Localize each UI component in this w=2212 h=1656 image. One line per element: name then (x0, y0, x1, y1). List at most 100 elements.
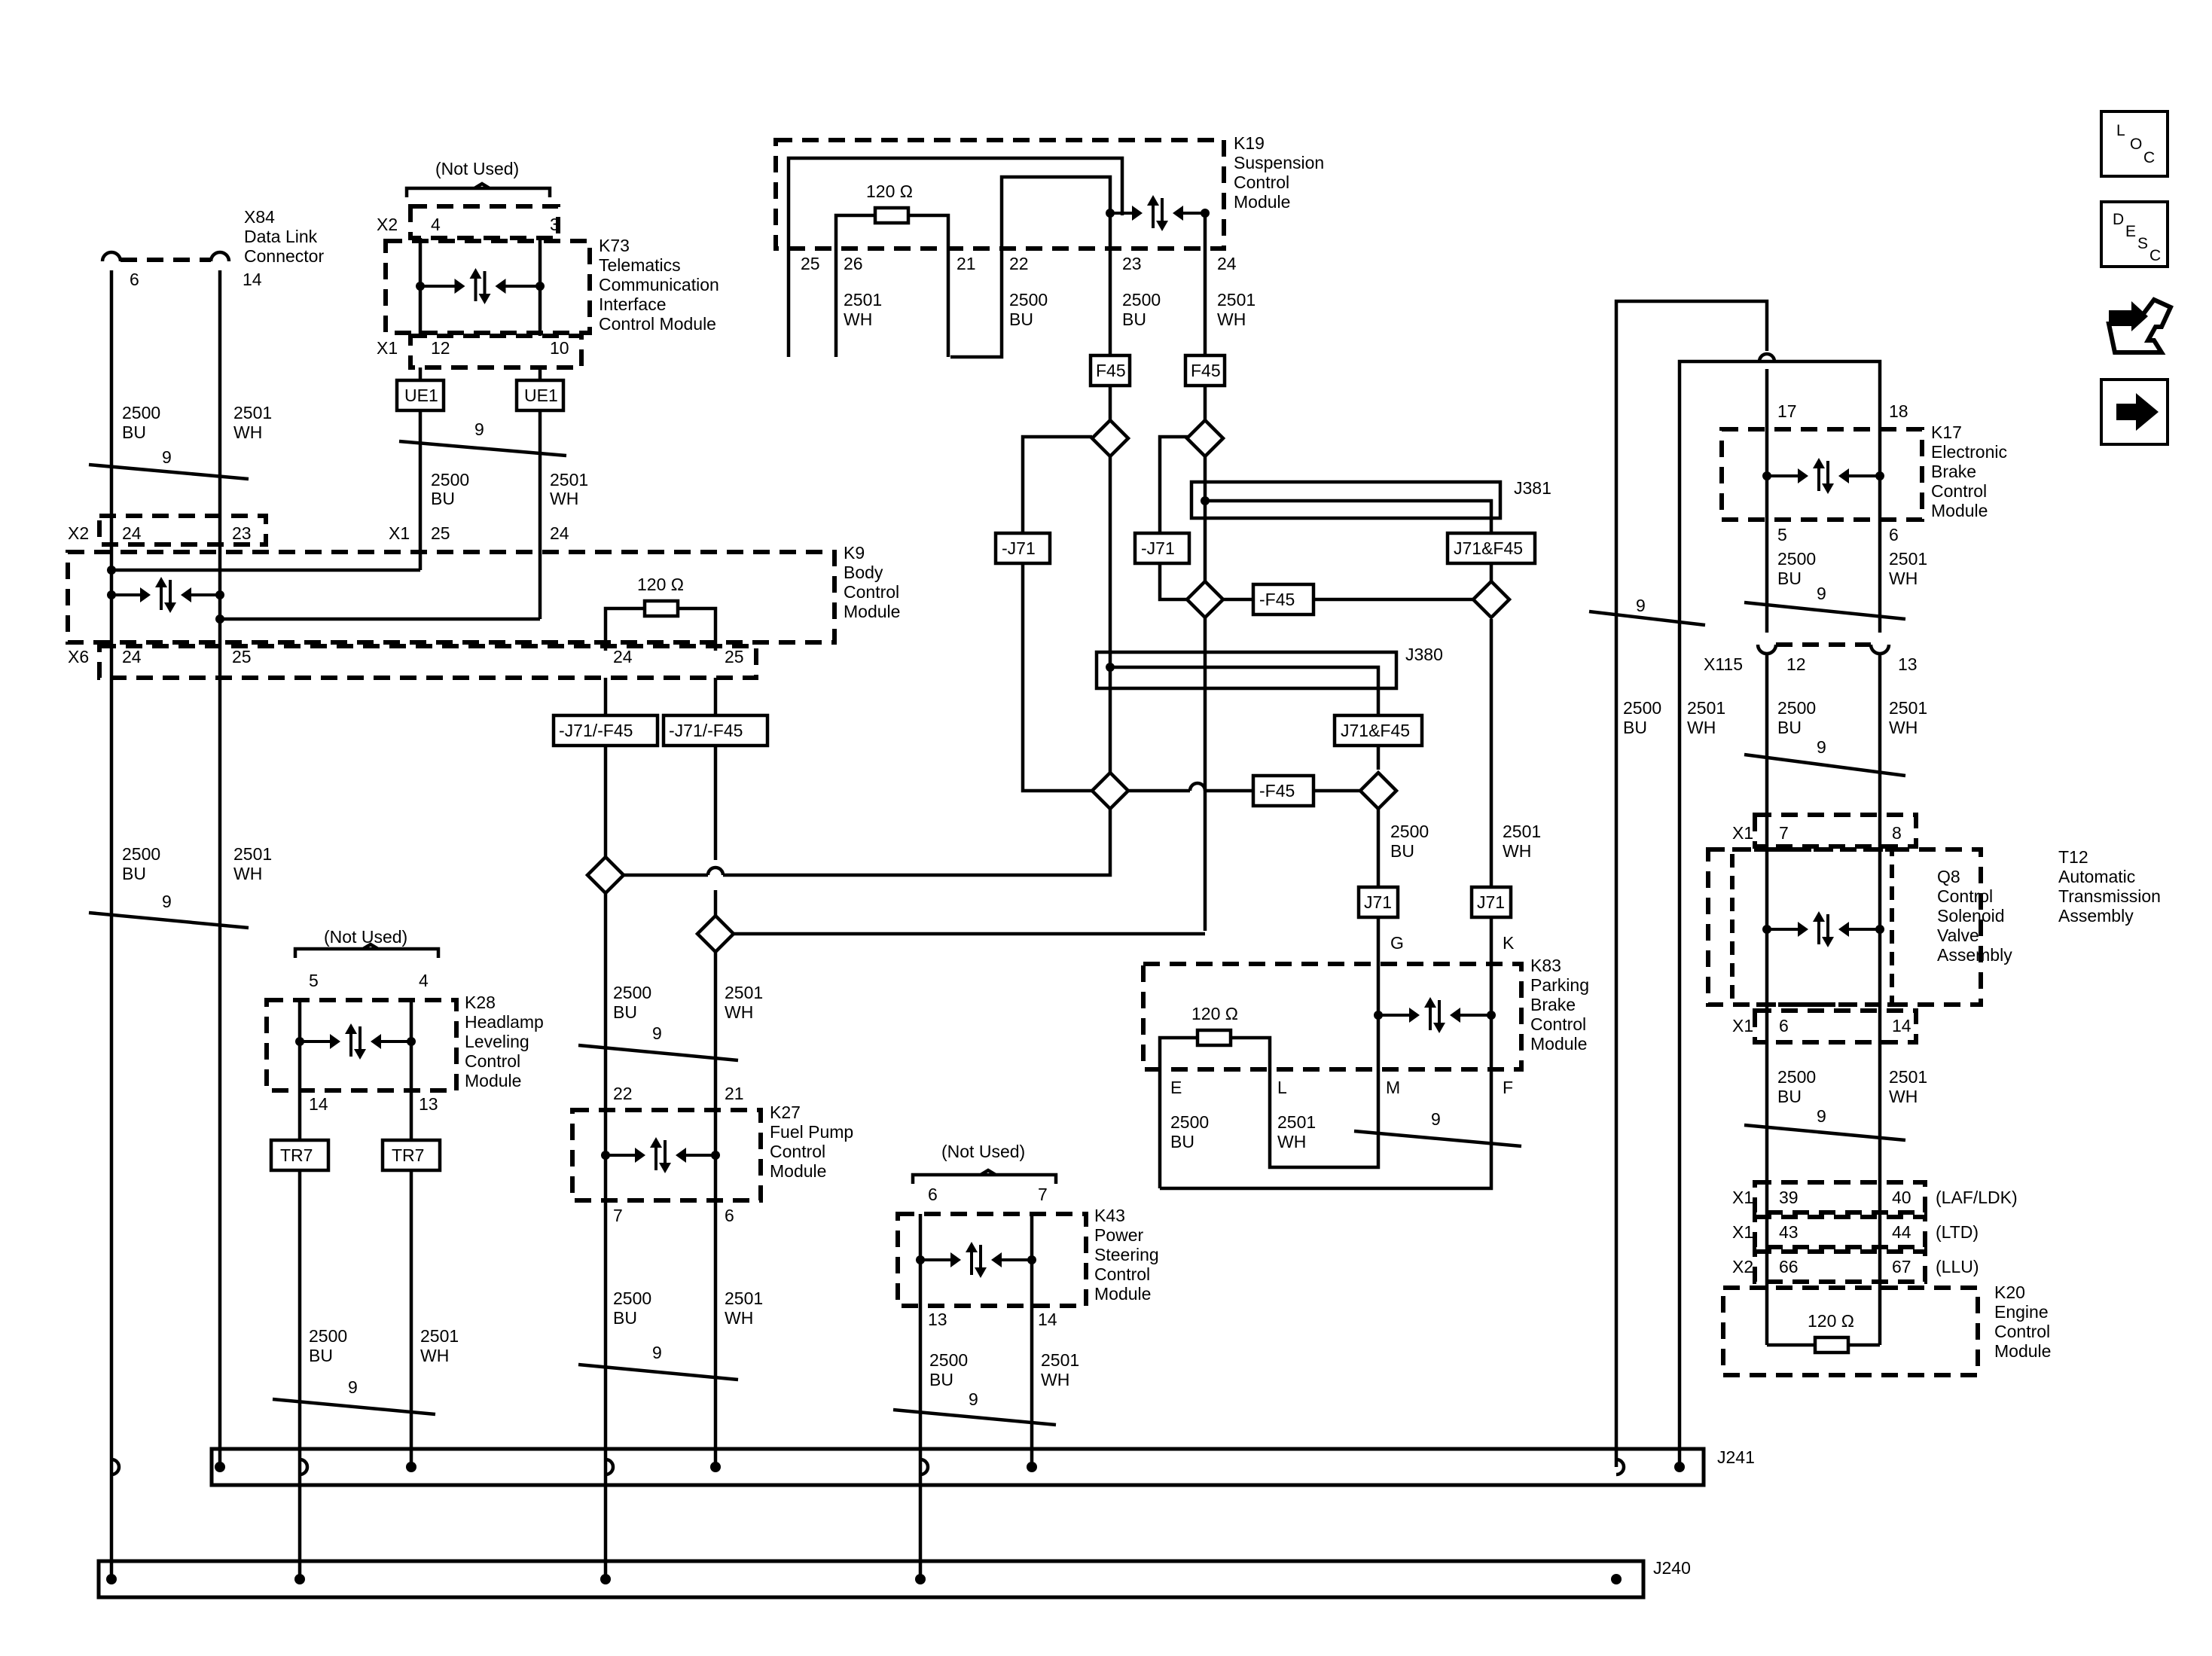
tag-nj71 (1133, 531, 1191, 566)
splice-bar-j240 (96, 1559, 1646, 1600)
svg-text:Engine: Engine (1994, 1302, 2049, 1322)
transceiver-arrow (1433, 1023, 1445, 1033)
transceiver-arrow (635, 1148, 645, 1163)
twisted-pair-mark (398, 439, 567, 458)
svg-text:23: 23 (232, 523, 252, 543)
svg-text:Power: Power (1094, 1225, 1144, 1245)
transceiver-arrow (991, 1252, 1002, 1267)
splice-label-j240: J240 (1653, 1558, 1691, 1578)
svg-text:L: L (2116, 122, 2125, 139)
svg-text:BU: BU (1777, 1087, 1802, 1106)
svg-text:Assembly: Assembly (2058, 906, 2134, 926)
svg-text:14: 14 (1892, 1016, 1911, 1035)
svg-text:Module: Module (465, 1071, 521, 1090)
svg-text:2500: 2500 (929, 1350, 968, 1370)
svg-text:X2: X2 (1732, 1257, 1753, 1276)
svg-text:UE1: UE1 (524, 386, 558, 405)
twisted-pair-mark (88, 462, 249, 481)
svg-text:6: 6 (725, 1206, 734, 1225)
svg-text:E: E (1170, 1078, 1182, 1097)
loc-icon[interactable]: L O C (2100, 110, 2169, 178)
svg-text:X1: X1 (1732, 1222, 1753, 1242)
svg-text:2500: 2500 (122, 844, 160, 864)
svg-text:7: 7 (1779, 823, 1789, 843)
desc-icon[interactable]: D E S C (2100, 200, 2169, 268)
svg-text:WH: WH (1277, 1132, 1306, 1151)
transceiver-arrow (1173, 206, 1183, 221)
svg-text:BU: BU (122, 864, 146, 883)
svg-text:X115: X115 (1704, 654, 1743, 674)
svg-text:9: 9 (1431, 1109, 1441, 1129)
svg-text:M: M (1386, 1078, 1400, 1097)
svg-text:WH: WH (1687, 718, 1716, 737)
transceiver-arrow (966, 1242, 978, 1252)
svg-text:12: 12 (431, 338, 450, 358)
twisted-pair-mark (272, 1397, 436, 1417)
svg-text:12: 12 (1786, 654, 1806, 674)
svg-text:26: 26 (844, 254, 863, 273)
svg-text:Leveling: Leveling (465, 1032, 529, 1051)
svg-text:Control: Control (1937, 886, 1993, 906)
tag-nj71nf45 (551, 713, 660, 748)
svg-text:Interface: Interface (599, 294, 667, 314)
transceiver-arrow (1450, 1008, 1460, 1023)
svg-text:X1: X1 (377, 338, 398, 358)
svg-text:WH: WH (1217, 310, 1246, 329)
svg-text:14: 14 (1038, 1310, 1057, 1329)
resistor-120 (873, 206, 911, 225)
svg-text:K83: K83 (1530, 956, 1561, 975)
svg-text:K27: K27 (770, 1102, 801, 1122)
svg-text:120 Ω: 120 Ω (1191, 1004, 1238, 1023)
svg-text:Module: Module (1931, 501, 1988, 520)
transceiver-arrow (1822, 937, 1834, 947)
connector-icon[interactable] (2106, 297, 2174, 355)
svg-text:2501: 2501 (1217, 290, 1256, 310)
svg-text:T12: T12 (2058, 847, 2088, 867)
transceiver-arrow (1147, 195, 1159, 206)
svg-text:-J71/-F45: -J71/-F45 (559, 721, 633, 740)
svg-text:22: 22 (1009, 254, 1029, 273)
svg-text:2501: 2501 (1687, 698, 1725, 718)
wire-color: WH (233, 422, 262, 442)
transceiver-arrow (495, 279, 506, 294)
svg-text:23: 23 (1122, 254, 1142, 273)
svg-text:9: 9 (652, 1343, 662, 1362)
svg-text:Control: Control (1931, 481, 1987, 501)
svg-text:Steering: Steering (1094, 1245, 1159, 1264)
svg-text:21: 21 (725, 1084, 744, 1103)
svg-text:WH: WH (725, 1002, 753, 1022)
svg-text:9: 9 (1817, 1106, 1826, 1126)
svg-text:2500: 2500 (1009, 290, 1048, 310)
transceiver-arrow (478, 294, 491, 304)
svg-text:G: G (1390, 933, 1404, 953)
svg-text:K: K (1503, 933, 1515, 953)
svg-text:BU: BU (613, 1308, 637, 1328)
twisted-pair-mark (88, 910, 249, 930)
tag-f45 (1183, 353, 1227, 388)
svg-text:24: 24 (613, 647, 633, 666)
svg-text:17: 17 (1777, 401, 1797, 421)
svg-text:(Not Used): (Not Used) (324, 927, 407, 947)
svg-text:9: 9 (1636, 596, 1646, 615)
svg-text:9: 9 (969, 1389, 978, 1409)
svg-text:WH: WH (550, 489, 578, 508)
tag-j71 (1356, 885, 1400, 919)
svg-text:K28: K28 (465, 993, 496, 1012)
svg-text:-F45: -F45 (1259, 781, 1295, 801)
svg-text:WH: WH (233, 864, 262, 883)
k28-module: (Not Used) 5 4 14 13 K28 Headlamp Leveli… (264, 927, 544, 1114)
svg-text:25: 25 (801, 254, 820, 273)
svg-text:2501: 2501 (725, 1289, 763, 1308)
svg-text:Automatic: Automatic (2058, 867, 2135, 886)
transceiver-arrow (1838, 922, 1849, 937)
transceiver-arrow (1798, 468, 1808, 483)
svg-text:13: 13 (928, 1310, 947, 1329)
svg-text:18: 18 (1889, 401, 1908, 421)
svg-text:J71: J71 (1364, 892, 1392, 912)
svg-text:2500: 2500 (309, 1326, 347, 1346)
wire-color: BU (122, 422, 146, 442)
svg-text:-F45: -F45 (1259, 590, 1295, 609)
next-arrow-icon[interactable] (2100, 378, 2169, 446)
transceiver-arrow (975, 1267, 987, 1278)
